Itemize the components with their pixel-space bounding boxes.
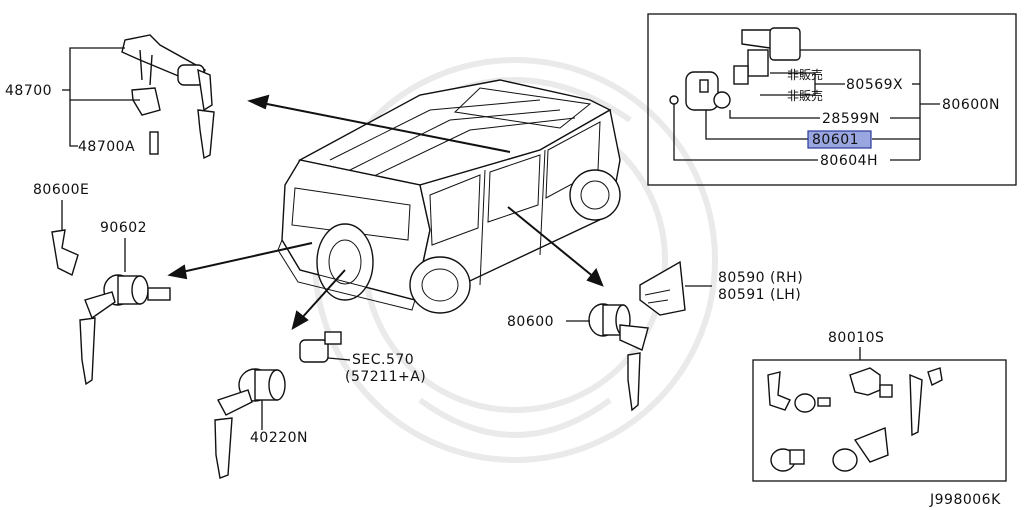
part-80590-bracket: [639, 260, 686, 316]
key-inset-leaders: [673, 49, 940, 161]
leader-lines-48700: [62, 47, 140, 147]
label-80590: 80590 (RH): [718, 270, 803, 286]
part-80600-cylinder: [588, 303, 649, 412]
label-80600: 80600: [507, 314, 554, 330]
label-sec570-ref: (57211+A): [345, 369, 426, 385]
label-80591: 80591 (LH): [718, 287, 801, 303]
label-28599n: 28599N: [822, 111, 880, 127]
label-90602: 90602: [100, 220, 147, 236]
pointer-arrows: [167, 94, 604, 331]
label-80010s: 80010S: [828, 330, 884, 346]
label-80601[interactable]: 80601: [812, 132, 859, 148]
part-80600e-bracket: [51, 229, 79, 276]
diagram-code: J998006K: [929, 492, 1001, 508]
part-90602-cylinder: [79, 274, 171, 386]
leader-sec570: [327, 357, 351, 361]
label-40220n: 40220N: [250, 430, 308, 446]
vehicle-illustration: [277, 79, 621, 314]
part-48700-assembly: [121, 34, 215, 160]
label-48700: 48700: [5, 83, 52, 99]
label-80600n: 80600N: [942, 97, 1000, 113]
label-80604h: 80604H: [820, 153, 878, 169]
label-not-for-sale-2: 非販売: [787, 88, 823, 103]
label-80600e: 80600E: [33, 182, 89, 198]
part-sec570-switch: [299, 331, 342, 363]
label-not-for-sale-1: 非販売: [787, 67, 823, 82]
label-80569x: 80569X: [846, 77, 903, 93]
part-40220n-cylinder: [214, 368, 286, 479]
kit-80010s-box: [752, 359, 1007, 482]
kit-80010s-parts: [767, 367, 943, 472]
label-sec570: SEC.570: [352, 352, 414, 368]
key-inset-parts: [669, 27, 801, 111]
key-inset-box: [647, 13, 1017, 186]
label-48700a: 48700A: [78, 139, 135, 155]
highlight-80601[interactable]: [807, 130, 872, 149]
